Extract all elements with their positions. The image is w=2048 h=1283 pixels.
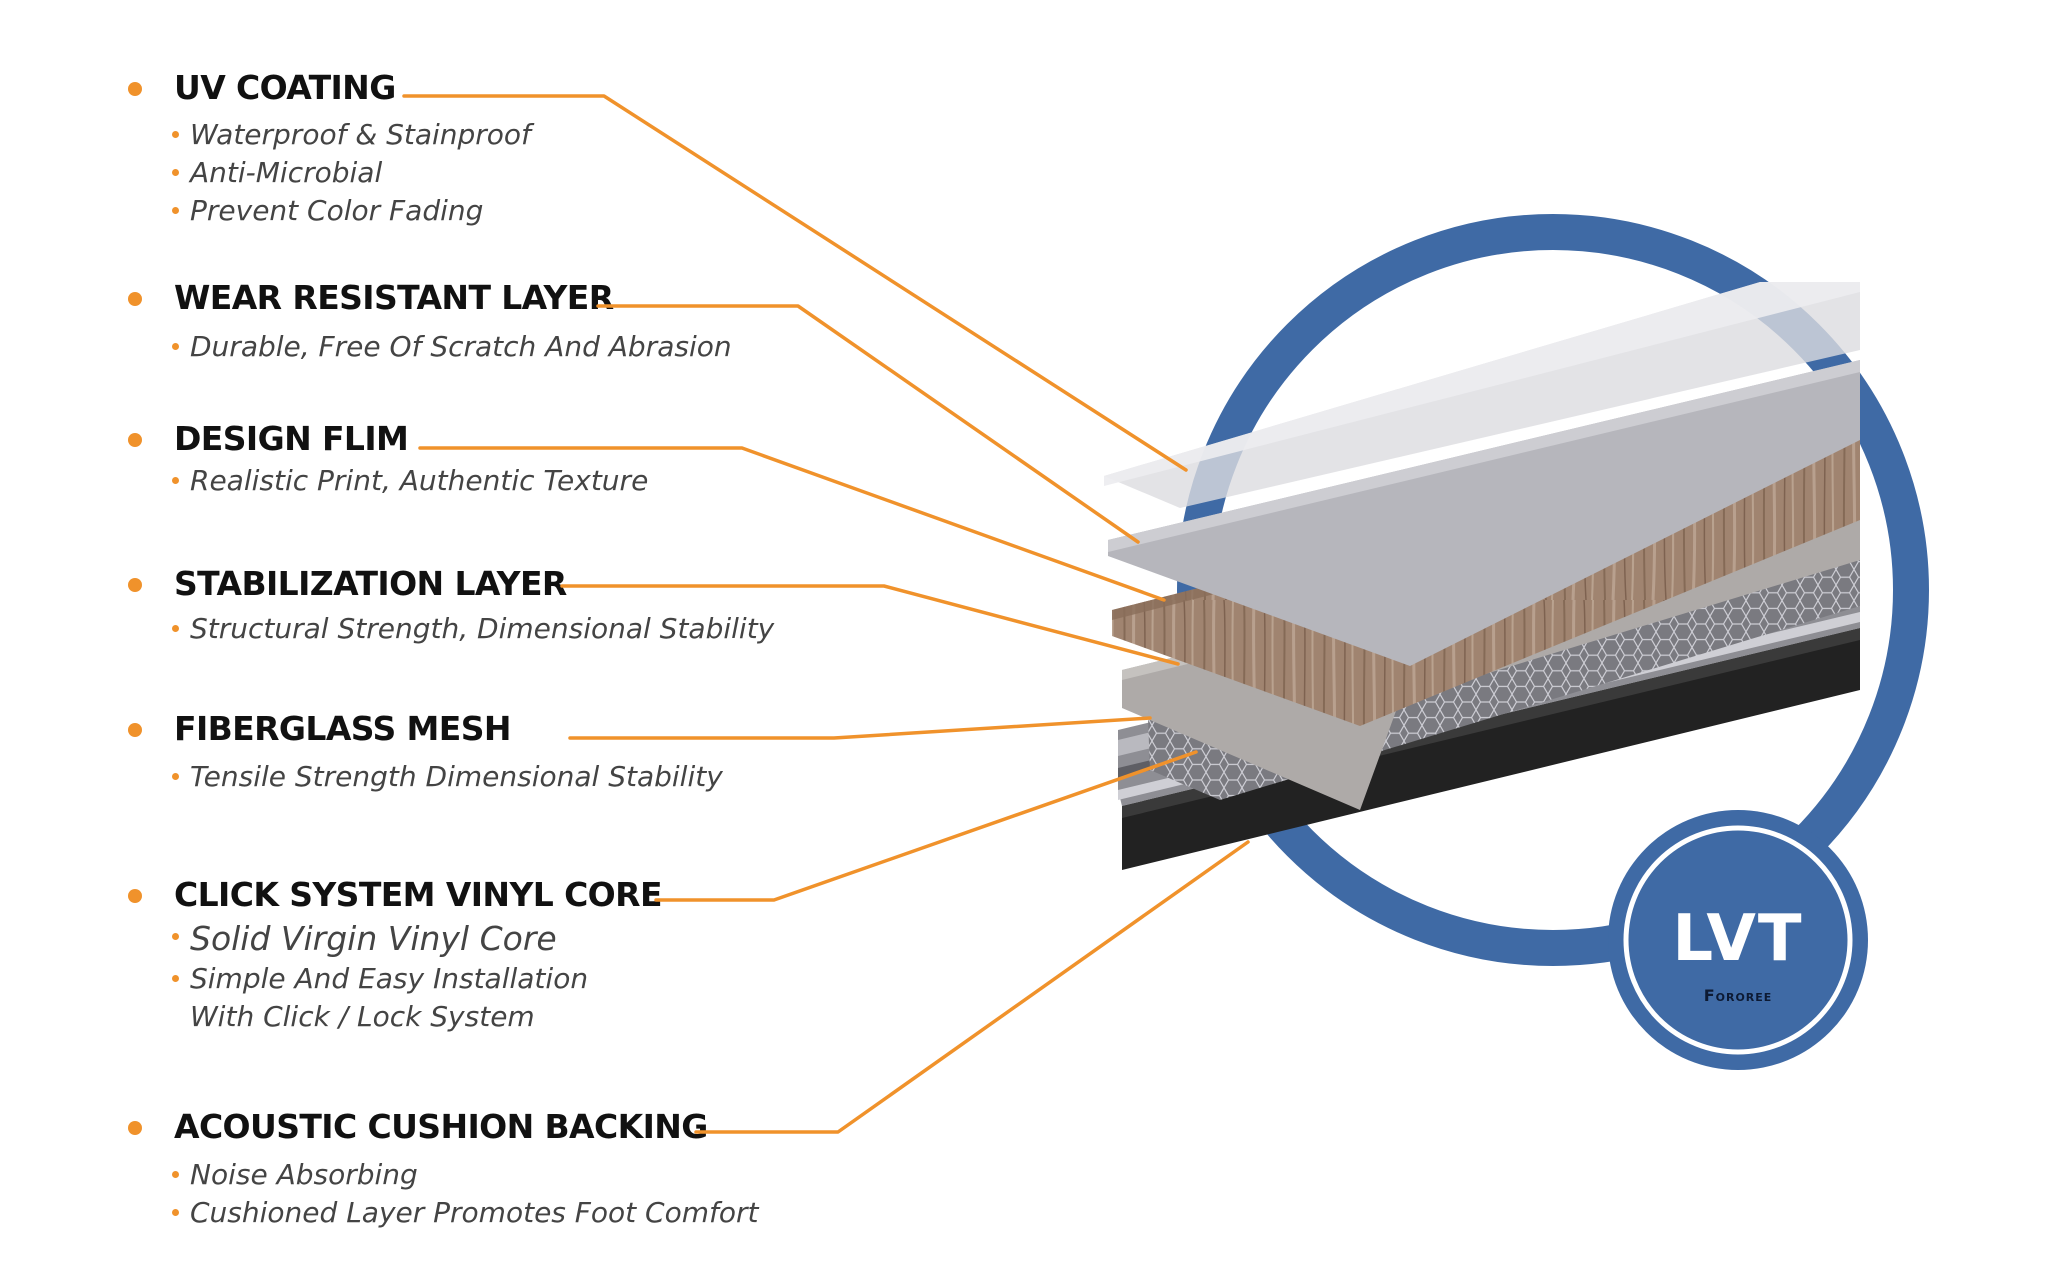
leader-vinyl-core (654, 750, 1198, 902)
bullet-dot (172, 207, 179, 214)
leader-fiberglass-mesh (568, 716, 1152, 740)
bullet-dot (172, 169, 179, 176)
design-film-layer (1112, 420, 1860, 726)
feature-item: Realistic Print, Authentic Texture (172, 462, 648, 500)
vinyl-core-layer (1118, 552, 1860, 806)
bullet-dot (172, 1171, 179, 1178)
feature-list: Durable, Free Of Scratch And Abrasion (172, 328, 732, 366)
bullet-dot (172, 975, 179, 982)
layer-title: ACOUSTIC CUSHION BACKING (174, 1107, 708, 1146)
bullet-dot (172, 343, 179, 350)
bullet-dot (172, 933, 179, 940)
feature-item: Tensile Strength Dimensional Stability (172, 758, 723, 796)
bullet-dot (172, 1209, 179, 1216)
layer-bullet (128, 433, 142, 447)
feature-item: Anti-Microbial (172, 154, 531, 192)
stabilization-layer (1122, 490, 1860, 810)
bullet-dot (172, 477, 179, 484)
feature-item: Prevent Color Fading (172, 192, 531, 230)
layer-bullet (128, 1121, 142, 1135)
badge-brand: Fororee (1703, 986, 1773, 1005)
feature-item: Cushioned Layer Promotes Foot Comfort (172, 1194, 758, 1232)
badge-label: LVT (1672, 902, 1804, 976)
layer-title: STABILIZATION LAYER (174, 564, 567, 603)
feature-item: Structural Strength, Dimensional Stabili… (172, 610, 774, 648)
feature-list: Noise Absorbing Cushioned Layer Promotes… (172, 1156, 758, 1232)
layer-bullet (128, 578, 142, 592)
uv-coating-layer (1104, 282, 1860, 508)
ring-circle (1177, 214, 1929, 966)
feature-list: Tensile Strength Dimensional Stability (172, 758, 723, 796)
layer-title: FIBERGLASS MESH (174, 709, 511, 748)
layer-bullet (128, 889, 142, 903)
backing-layer (1122, 628, 1860, 870)
layer-bullet (128, 723, 142, 737)
layer-title: CLICK SYSTEM VINYL CORE (174, 875, 662, 914)
layer-bullet (128, 292, 142, 306)
feature-list: Solid Virgin Vinyl Core Simple And Easy … (172, 918, 588, 1036)
feature-list: Structural Strength, Dimensional Stabili… (172, 610, 774, 648)
feature-item: Waterproof & Stainproof (172, 116, 531, 154)
feature-item: With Click / Lock System (190, 1000, 535, 1033)
bullet-dot (172, 773, 179, 780)
layer-title: WEAR RESISTANT LAYER (174, 278, 614, 317)
layer-stack (1104, 282, 1860, 870)
feature-item: Durable, Free Of Scratch And Abrasion (172, 328, 732, 366)
feature-item: Simple And Easy Installation (172, 960, 588, 998)
feature-list: Realistic Print, Authentic Texture (172, 462, 648, 500)
layer-bullet (128, 82, 142, 96)
feature-item: Solid Virgin Vinyl Core (172, 918, 588, 960)
feature-item: Noise Absorbing (172, 1156, 758, 1194)
layer-title: UV COATING (174, 68, 396, 107)
layer-title: DESIGN FLIM (174, 419, 409, 458)
fiberglass-mesh-layer (1148, 540, 1860, 800)
bullet-dot (172, 131, 179, 138)
wear-resistant-layer (1108, 360, 1860, 666)
leader-acoustic-backing (694, 840, 1250, 1134)
feature-list: Waterproof & Stainproof Anti-Microbial P… (172, 116, 531, 230)
bullet-dot (172, 625, 179, 632)
